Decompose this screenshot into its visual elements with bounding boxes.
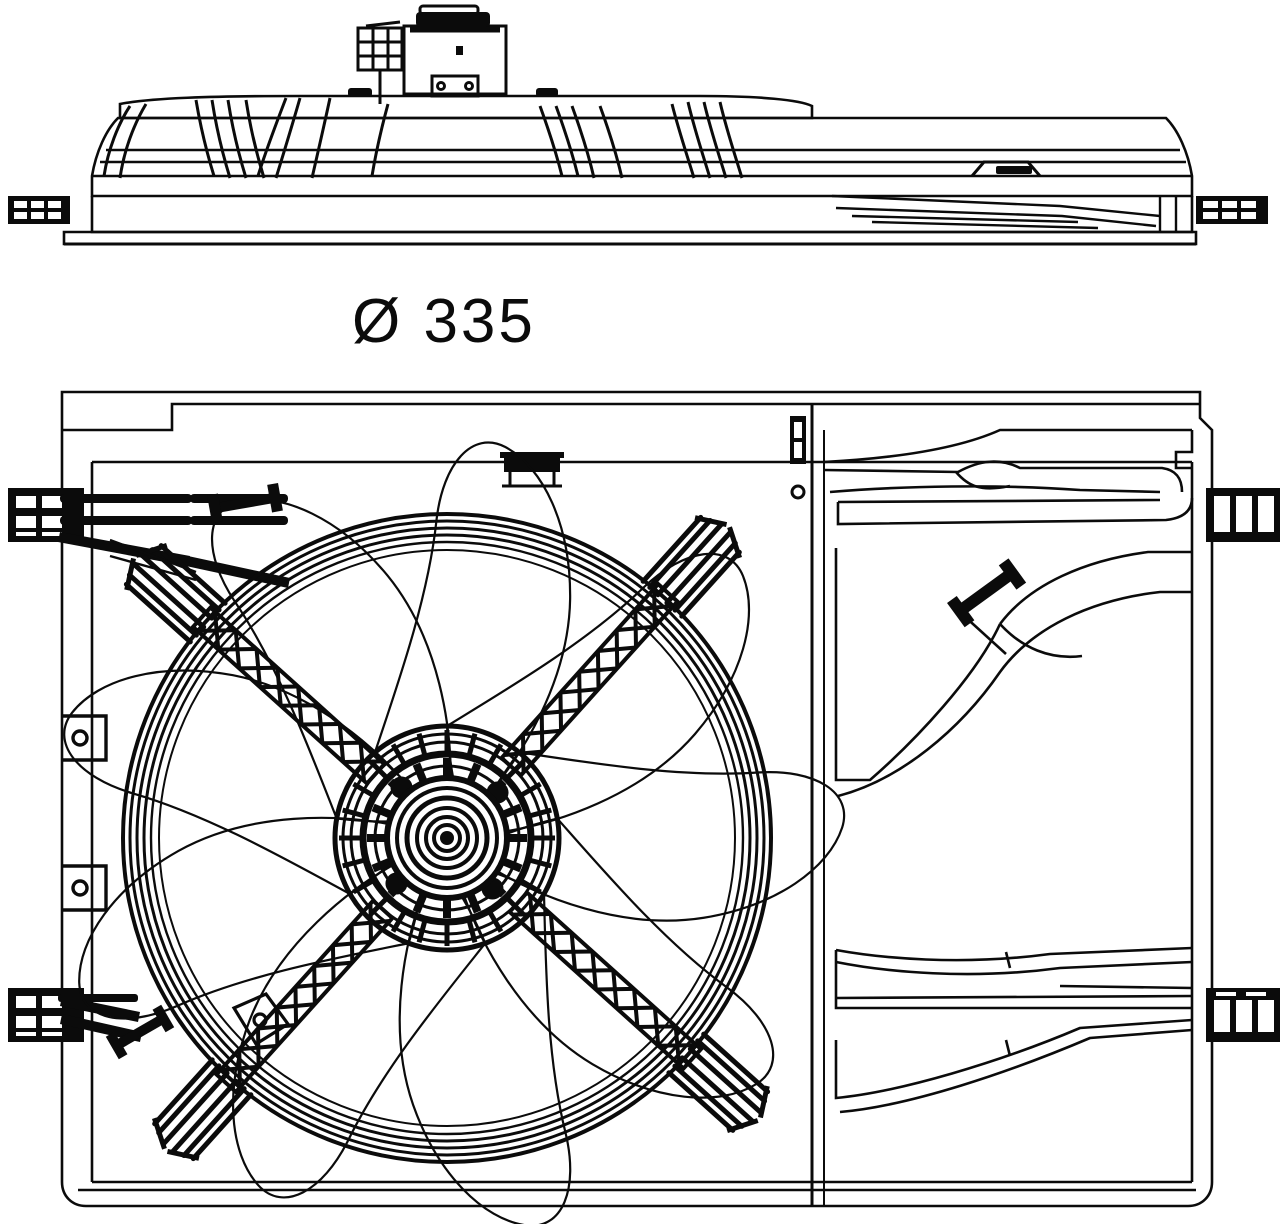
top-view-clips [348,88,1032,174]
fan-hub [332,723,562,953]
front-view-group [8,390,1280,1224]
electrical-connector [356,20,404,104]
shroud-outline [60,390,1214,1208]
tab-left-upper [62,714,108,762]
fan-outer-ring [121,512,773,1164]
shroud-center-post [790,416,806,500]
shroud-clip-upper-left [207,482,283,524]
right-shroud-clip [947,558,1027,628]
shroud-clip-lower-left [105,1004,175,1060]
right-shroud-mid-channel [834,548,1192,798]
top-view-clip-outline [970,160,1042,177]
tab-left-lower [62,864,108,912]
top-view-left-fins [102,97,332,179]
top-view-right-panel [831,194,1178,232]
leader-lines [109,538,197,582]
right-shroud-upper-channel [823,428,1194,526]
top-view-left-endcap [8,196,70,224]
bracket-bottom-right [1206,988,1280,1042]
shroud-top-clip [500,452,564,488]
top-view-mid-fins [370,101,744,179]
bracket-arms-top-left [58,494,192,566]
top-view-right-endcap [1196,196,1268,224]
top-view-group [8,4,1268,246]
bracket-top-right [1206,488,1280,542]
diameter-dimension-label: Ø 335 [352,287,536,356]
motor-connector-block [402,4,508,98]
bracket-arms-bottom-left [58,994,142,1042]
right-shroud-lower-channel [834,946,1193,1114]
